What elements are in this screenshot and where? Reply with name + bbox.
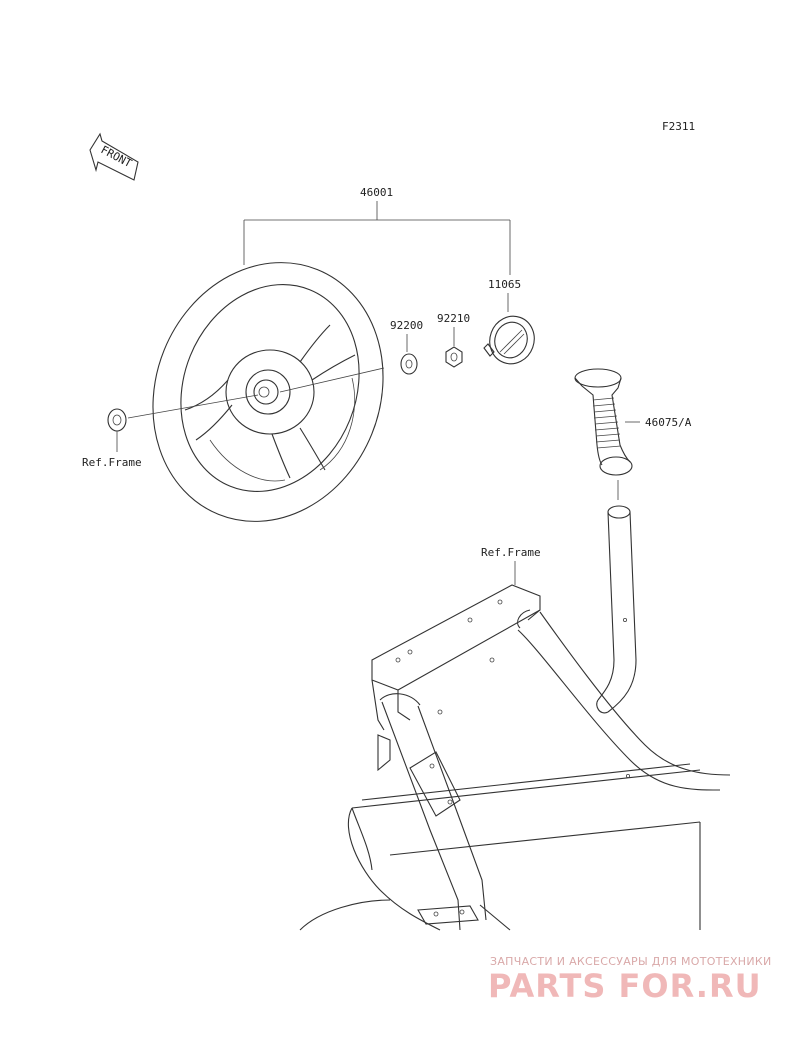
nut-92210[interactable] xyxy=(445,346,463,368)
watermark-tagline: ЗАПЧАСТИ И АКСЕССУАРЫ ДЛЯ МОТОТЕХНИКИ xyxy=(490,955,772,968)
front-arrow-icon: FRONT xyxy=(89,132,139,181)
figure-code: F2311 xyxy=(662,120,695,133)
cap-11065[interactable] xyxy=(483,310,541,370)
callout-46075-a[interactable]: 46075/A xyxy=(645,416,692,429)
callout-ref-frame-left[interactable]: Ref.Frame xyxy=(82,456,142,469)
grab-handle-tube[interactable] xyxy=(596,505,637,714)
grip-46075[interactable] xyxy=(574,368,633,476)
callout-11065[interactable]: 11065 xyxy=(488,278,521,291)
ref-frame-washer-left[interactable] xyxy=(107,408,127,452)
callout-92210[interactable]: 92210 xyxy=(437,312,470,325)
watermark-brand: PARTS FOR.RU xyxy=(488,967,762,1005)
callout-bracket xyxy=(243,201,511,275)
washer-92200[interactable] xyxy=(400,353,418,375)
front-label: FRONT xyxy=(99,143,135,170)
callout-46001[interactable]: 46001 xyxy=(360,186,393,199)
callout-ref-frame-bottom[interactable]: Ref.Frame xyxy=(481,546,541,559)
steering-wheel[interactable] xyxy=(115,228,422,557)
frame-structure xyxy=(299,584,731,931)
callout-92200[interactable]: 92200 xyxy=(390,319,423,332)
